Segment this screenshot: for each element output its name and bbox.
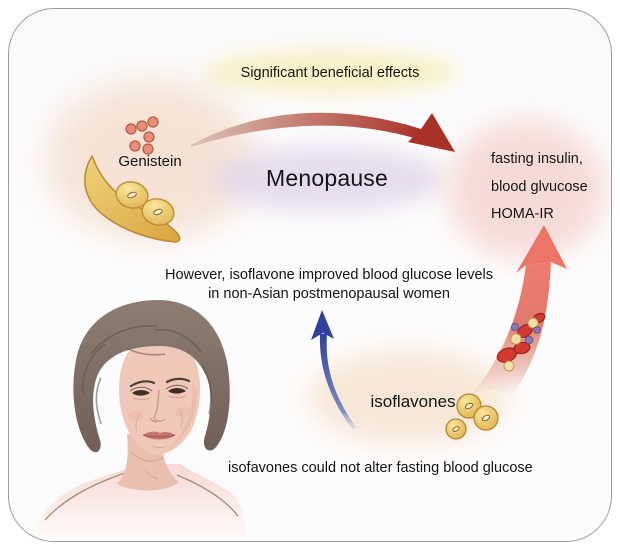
- genistein-molecules-icon: [125, 116, 159, 155]
- red-curved-arrow-icon: [191, 112, 455, 152]
- genistein-label: Genistein: [118, 153, 182, 170]
- finding-text-line2: in non-Asian postmenopausal women: [208, 286, 450, 302]
- soybean-pod-icon: [84, 155, 181, 243]
- banner-text: Significant beneficial effects: [240, 65, 420, 81]
- arrow-head: [516, 225, 567, 273]
- blue-up-arrow-icon: [311, 310, 356, 430]
- isoflavones-label: isoflavones: [370, 392, 456, 411]
- outcome-line-homa-ir: HOMA-IR: [491, 206, 554, 222]
- arrow-body: [469, 262, 551, 399]
- blood-cells-icon: [496, 312, 546, 372]
- outcome-line-blood-glucose: blood glvucose: [491, 178, 588, 195]
- outcome-line-fasting-insulin: fasting insulin,: [491, 151, 583, 167]
- menopause-label: Menopause: [266, 165, 388, 191]
- outcomes-text: fasting insulin, blood glvucose HOMA-IR: [491, 146, 588, 229]
- pink-up-arrow-icon: [469, 225, 567, 399]
- woman-portrait-illustration: [37, 300, 245, 539]
- finding-text-line1: However, isoflavone improved blood gluco…: [164, 267, 494, 283]
- soybean-seeds-icon: [445, 393, 499, 440]
- bottom-note-text: isofavones could not alter fasting blood…: [228, 460, 533, 476]
- figure-card: Significant beneficial effects Genistein…: [8, 8, 612, 542]
